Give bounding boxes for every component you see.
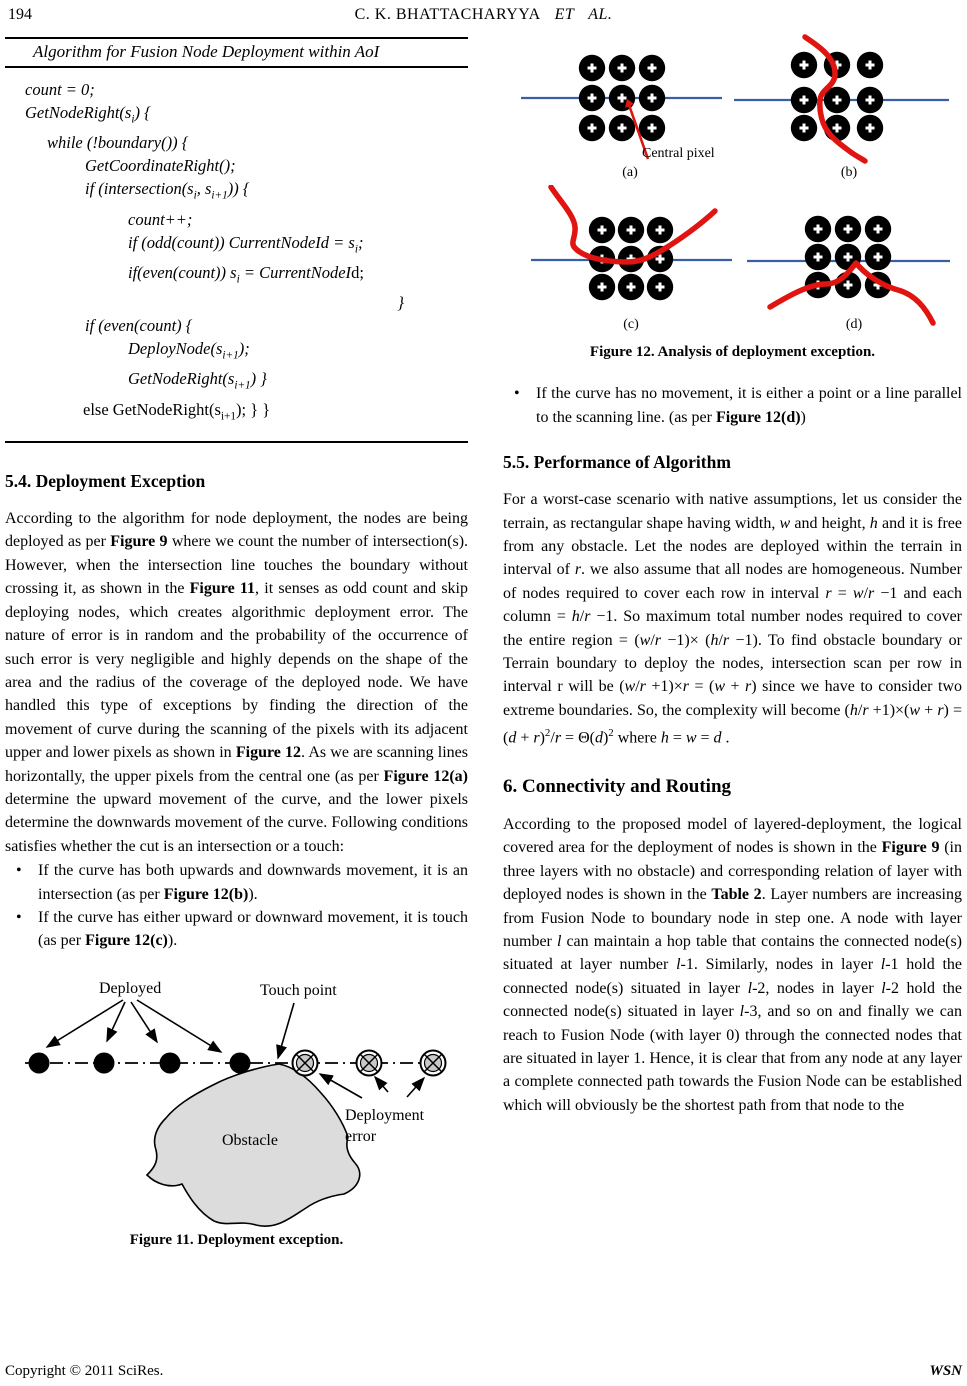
bullet-icon: •: [16, 862, 22, 880]
bullet-icon: •: [514, 385, 520, 403]
deployment-error-label-1: Deployment: [345, 1107, 425, 1124]
subfig-c-label: (c): [623, 317, 639, 332]
algorithm-code-line: if(even(count)) si = CurrentNodeId;: [128, 262, 364, 286]
central-pixel-label: Central pixel: [642, 146, 715, 161]
pixel-grid: [578, 54, 666, 142]
touch-point-label: Touch point: [260, 982, 337, 999]
algorithm-code-line: if (even(count) {: [85, 316, 193, 336]
bullet-text: If the curve has both upwards and downwa…: [38, 862, 468, 903]
paragraph-55: For a worst-case scenario with native as…: [503, 491, 963, 747]
deployment-error-arrows: [318, 1073, 425, 1099]
paragraph-6: According to the proposed model of layer…: [503, 816, 963, 1114]
algorithm-code-line: GetCoordinateRight();: [85, 156, 236, 176]
algorithm-code-line: GetNodeRight(si+1) }: [128, 369, 267, 392]
obstacle-label: Obstacle: [222, 1132, 278, 1149]
paragraph-54: According to the algorithm for node depl…: [5, 510, 469, 855]
algorithm-code-line: else GetNodeRight(si+1); } }: [83, 399, 271, 423]
figure-11-image: Deployed Touch point Obstacle Deployment…: [24, 980, 447, 1227]
section-heading-6: 6. Connectivity and Routing: [503, 776, 732, 798]
pixel-grid: [790, 51, 884, 142]
algorithm-code: count = 0; GetNodeRight(si) { while (!boun…: [5, 68, 468, 441]
algorithm-box: Algorithm for Fusion Node Deployment wit…: [5, 37, 468, 444]
error-nodes: [291, 1049, 446, 1077]
central-pixel-arrow: [627, 104, 650, 160]
list-item: • If the curve has either upward or down…: [5, 906, 468, 953]
deployed-node-dot: [229, 1052, 250, 1074]
figure-12c: (c): [531, 185, 732, 332]
list-item: • If the curve has both upwards and down…: [5, 859, 468, 906]
deployed-nodes: [28, 1052, 250, 1074]
obstacle-shape: [145, 1062, 360, 1227]
deployed-arrows: [45, 999, 222, 1053]
algorithm-code-line: GetNodeRight(si) {: [25, 103, 151, 126]
running-head-etal: ET AL.: [554, 6, 613, 23]
bullet-text: If the curve has either upward or downwa…: [38, 908, 468, 950]
copyright-text: Copyright © 2011 SciRes.: [5, 1363, 164, 1379]
figure-11-caption: Figure 11. Deployment exception.: [129, 1231, 344, 1248]
bullet-list-left: • If the curve has both upwards and down…: [5, 859, 468, 953]
touch-point-arrow: [275, 1002, 295, 1060]
crossed-node-icon: [291, 1049, 318, 1077]
figure-12d: (d): [747, 215, 950, 332]
journal-abbrev: WSN: [929, 1363, 962, 1379]
subfig-b-label: (b): [841, 165, 858, 180]
algorithm-code-line: DeployNode(si+1);: [128, 339, 250, 362]
running-head: C. K. BHATTACHARYYA ET AL.: [0, 3, 967, 26]
boundary-curve: [802, 34, 868, 164]
algorithm-code-line: }: [397, 293, 404, 313]
crossed-node-icon: [419, 1049, 446, 1077]
subfig-a-label: (a): [622, 165, 638, 180]
deployed-label: Deployed: [99, 980, 161, 997]
running-head-authors: C. K. BHATTACHARYYA: [354, 6, 541, 23]
subfig-d-label: (d): [846, 317, 863, 332]
section-heading-55: 5.5. Performance of Algorithm: [503, 452, 731, 473]
algorithm-code-line: count = 0;: [25, 80, 95, 99]
deployment-error-label-2: error: [345, 1128, 377, 1145]
left-column: Algorithm for Fusion Node Deployment wit…: [5, 0, 468, 1252]
figure-12: Central pixel (a) (b) (c) (d): [503, 33, 961, 337]
crossed-node-icon: [355, 1049, 382, 1077]
list-item: • If the curve has no movement, it is ei…: [503, 382, 962, 429]
bullet-icon: •: [16, 908, 22, 926]
figure-12b: (b): [734, 34, 949, 180]
figure-12-caption: Figure 12. Analysis of deployment except…: [589, 344, 876, 360]
central-pixel-arrowhead: [625, 99, 634, 108]
deployed-node-dot: [93, 1052, 114, 1074]
algorithm-code-line: if (intersection(si, si+1)) {: [85, 179, 250, 202]
algorithm-code-line: while (!boundary()) {: [47, 133, 189, 153]
right-column: Central pixel (a) (b) (c) (d) Figure 12.…: [503, 0, 962, 1117]
pixel-grid: [588, 216, 674, 301]
page-header: 194 C. K. BHATTACHARYYA ET AL.: [0, 3, 967, 25]
algorithm-code-line: count++;: [128, 209, 193, 229]
algorithm-title: Algorithm for Fusion Node Deployment wit…: [5, 39, 468, 68]
boundary-curve: [548, 185, 718, 265]
deployed-node-dot: [159, 1052, 180, 1074]
figure-11: Deployed Touch point Obstacle Deployment…: [5, 975, 468, 1252]
algorithm-code-line: if (odd(count)) CurrentNodeId = si;: [128, 232, 364, 255]
section-heading-54: 5.4. Deployment Exception: [5, 471, 206, 492]
page-footer: Copyright © 2011 SciRes. WSN: [5, 1360, 962, 1383]
deployed-node-dot: [28, 1052, 49, 1074]
bullet-list-right: • If the curve has no movement, it is ei…: [503, 382, 962, 429]
boundary-curve: [767, 260, 936, 326]
bullet-text: If the curve has no movement, it is eith…: [536, 385, 962, 426]
page-number: 194: [8, 6, 32, 23]
figure-12a: Central pixel (a): [521, 54, 722, 180]
